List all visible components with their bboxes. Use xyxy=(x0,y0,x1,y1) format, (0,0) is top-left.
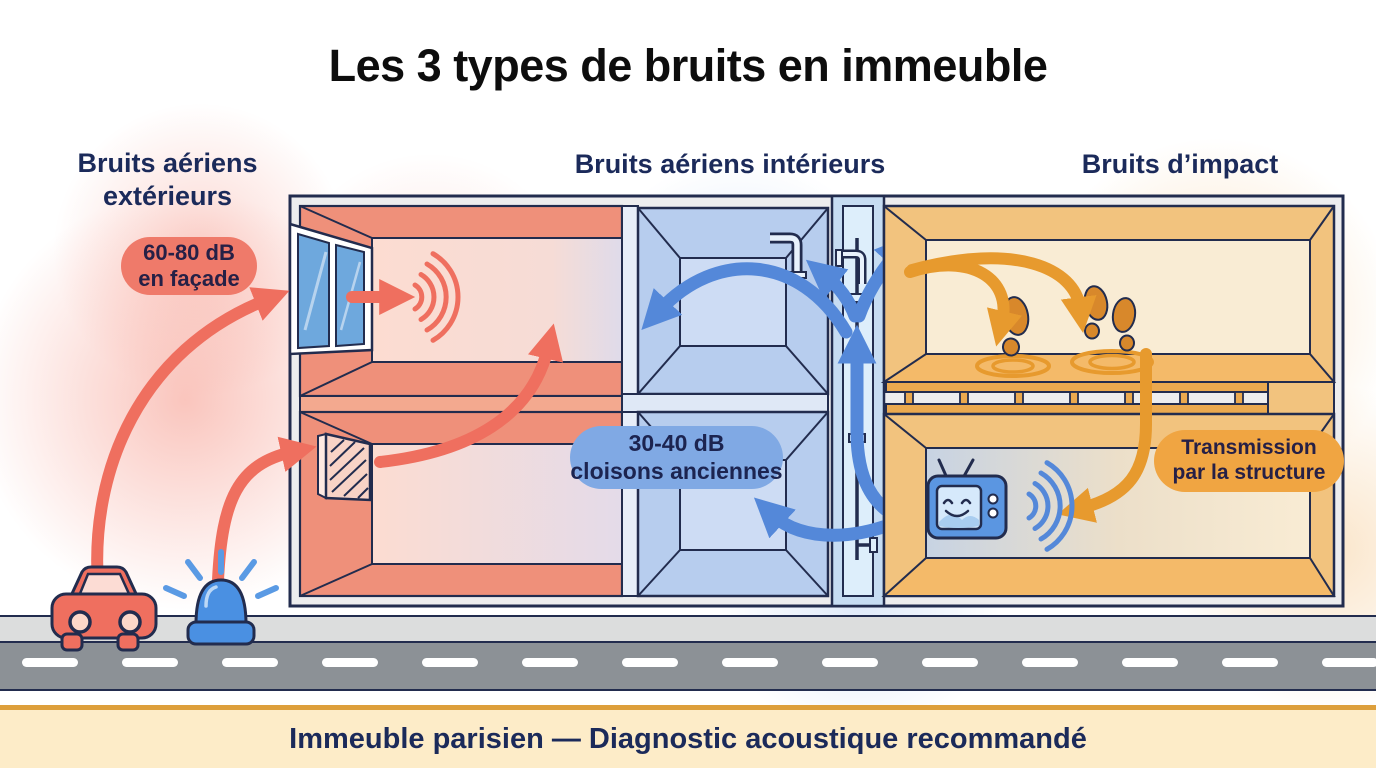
badge-line: 60-80 dB xyxy=(143,240,235,266)
tv-icon xyxy=(926,458,1008,540)
badge-line: en façade xyxy=(138,266,240,291)
siren-icon xyxy=(163,549,279,646)
vent-icon xyxy=(317,432,372,502)
floor-slab xyxy=(299,395,623,413)
badge-line: par la structure xyxy=(1172,461,1326,484)
impact-noise-arrows xyxy=(904,252,1152,523)
window-icon xyxy=(288,222,374,356)
badge-structure-transmission: Transmission par la structure xyxy=(1154,430,1344,492)
car-icon xyxy=(50,565,158,652)
label-line: extérieurs xyxy=(102,180,233,211)
sound-waves-blue-icon xyxy=(1026,460,1075,552)
footer-caption: Immeuble parisien — Diagnostic acoustiqu… xyxy=(289,722,1087,755)
footer-caption-bar: Immeuble parisien — Diagnostic acoustiqu… xyxy=(0,705,1376,768)
label-line: Bruits aériens xyxy=(77,148,258,178)
section-label-impact: Bruits d’impact xyxy=(1081,149,1279,179)
badge-line: 30-40 dB xyxy=(628,430,725,457)
badge-line: cloisons anciennes xyxy=(570,457,783,484)
badge-line: Transmission xyxy=(1181,436,1317,460)
badge-partition-level: 30-40 dB cloisons anciennes xyxy=(570,426,783,489)
section-label-exterior: Bruits aériens extérieurs xyxy=(35,147,300,213)
page-title: Les 3 types de bruits en immeuble xyxy=(328,40,1048,91)
section-label-interior: Bruits aériens intérieurs xyxy=(574,149,886,179)
road-dashes xyxy=(22,658,1376,667)
partition-slab xyxy=(621,393,829,413)
badge-facade-level: 60-80 dB en façade xyxy=(121,237,257,295)
exterior-noise-arrows xyxy=(91,279,564,590)
sound-waves-red-icon xyxy=(412,251,461,343)
